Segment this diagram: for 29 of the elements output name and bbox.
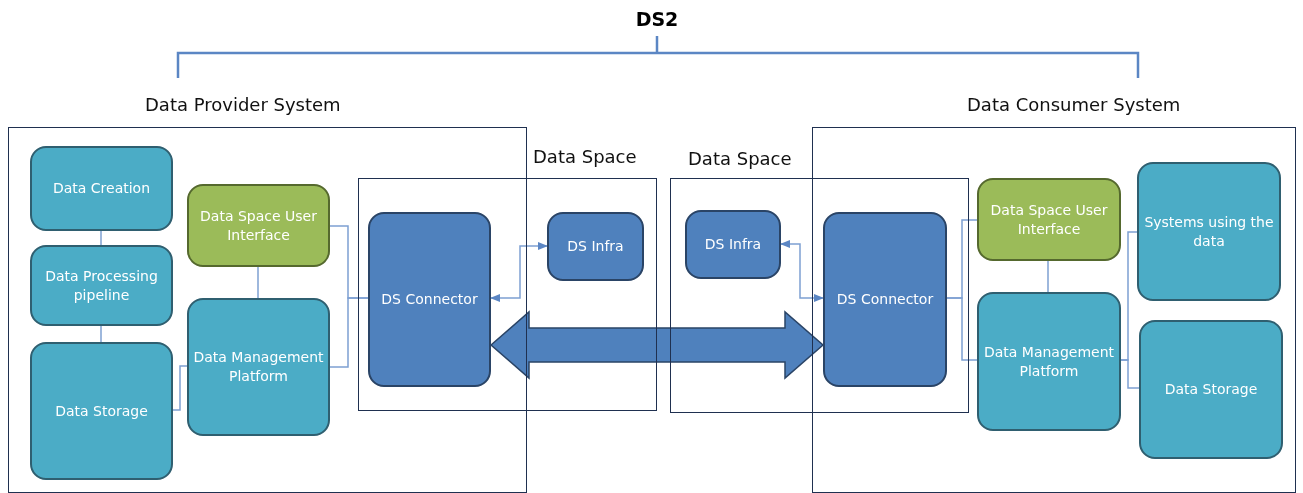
component-box: DS Connector — [368, 212, 491, 387]
process-box: Data Processing pipeline — [30, 245, 173, 326]
interface-box: Data Space User Interface — [977, 178, 1121, 261]
group-heading: Data Consumer System — [967, 94, 1181, 116]
diagram-title: DS2 — [634, 8, 680, 30]
process-box: Data Storage — [1139, 320, 1283, 459]
process-box: Data Management Platform — [977, 292, 1121, 431]
connector-line — [257, 266, 259, 299]
component-box: DS Infra — [685, 210, 781, 279]
double-block-arrow — [489, 310, 825, 380]
interface-box: Data Space User Interface — [187, 184, 330, 267]
connector-line — [946, 297, 978, 361]
component-box: DS Infra — [547, 212, 644, 281]
process-box: Data Storage — [30, 342, 173, 480]
arrow — [489, 241, 549, 303]
component-box: DS Connector — [823, 212, 947, 387]
process-box: Data Management Platform — [187, 298, 330, 436]
connector-line — [1120, 359, 1140, 389]
group-heading: Data Space — [533, 146, 637, 168]
arrow — [779, 239, 825, 303]
connector-line — [1047, 260, 1049, 293]
connector-line — [100, 325, 102, 343]
group-heading: Data Space — [688, 148, 792, 170]
process-box: Data Creation — [30, 146, 173, 231]
connector-line — [329, 297, 369, 368]
connector-line — [100, 230, 102, 246]
connector-line — [172, 365, 188, 411]
process-box: Systems using the data — [1137, 162, 1281, 301]
group-heading: Data Provider System — [145, 94, 341, 116]
